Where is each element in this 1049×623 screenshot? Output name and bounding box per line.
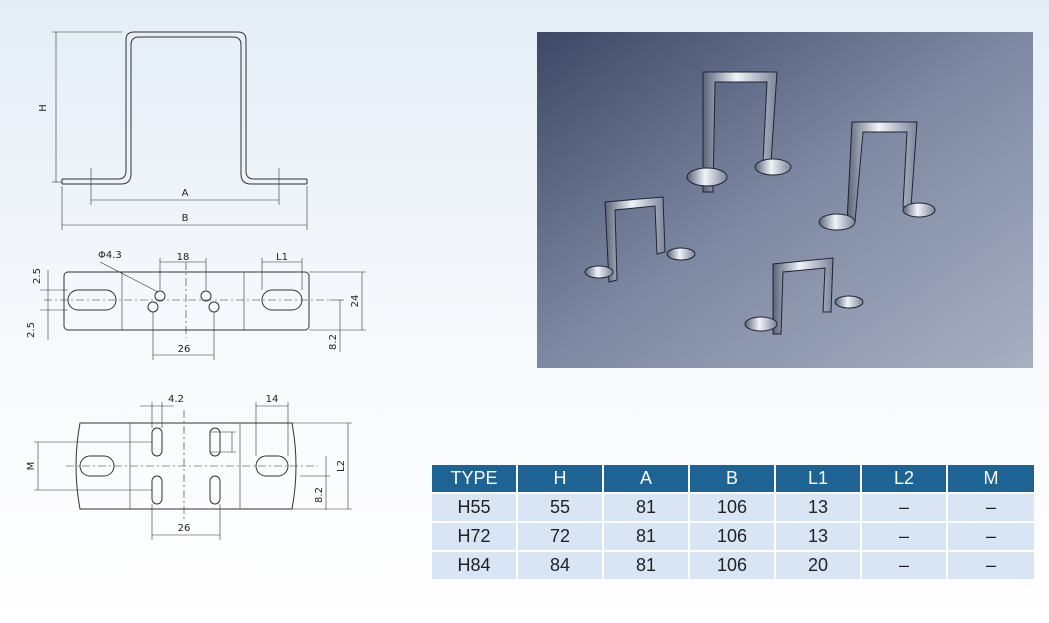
base-plan-view: [40, 258, 366, 360]
bracket-large: [686, 71, 792, 193]
table-cell: 20: [776, 552, 862, 581]
technical-drawing: H A B Φ4.3 18 L1 2.5: [26, 31, 366, 540]
bracket-medium: [818, 121, 936, 231]
col-header-b: B: [690, 465, 776, 494]
table-cell: H72: [432, 523, 518, 552]
dim-hole: Φ4.3: [98, 250, 122, 261]
dim-26: 26: [178, 344, 191, 355]
table-cell: –: [948, 552, 1034, 581]
label-b: B: [182, 213, 189, 224]
table-cell: –: [862, 552, 948, 581]
table-cell: H84: [432, 552, 518, 581]
dim-8-2-alt: 8.2: [314, 487, 325, 503]
table-cell: 81: [604, 552, 690, 581]
table-cell: –: [862, 494, 948, 523]
dim-26-alt: 26: [178, 523, 191, 534]
col-header-h: H: [518, 465, 604, 494]
dim-l1: L1: [276, 252, 288, 263]
product-photo: [537, 32, 1033, 368]
table-cell: 13: [776, 494, 862, 523]
dim-2-5-bottom: 2.5: [26, 322, 37, 338]
table-cell: 81: [604, 494, 690, 523]
col-header-l1: L1: [776, 465, 862, 494]
label-h: H: [38, 104, 49, 112]
table-header-row: TYPE H A B L1 L2 M: [432, 465, 1034, 494]
table-row: H84 84 81 106 20 – –: [432, 552, 1034, 581]
table-cell: 106: [690, 494, 776, 523]
table-cell: 13: [776, 523, 862, 552]
dim-24: 24: [350, 295, 361, 308]
base-plan-alt-view: [34, 402, 352, 540]
front-view: [52, 31, 308, 230]
table-row: H55 55 81 106 13 – –: [432, 494, 1034, 523]
bracket-small-left: [584, 196, 696, 283]
table-cell: 84: [518, 552, 604, 581]
col-header-a: A: [604, 465, 690, 494]
dim-l2: L2: [336, 460, 347, 472]
table-cell: –: [862, 523, 948, 552]
table-cell: 106: [690, 552, 776, 581]
bracket-small-right: [744, 257, 864, 335]
col-header-l2: L2: [862, 465, 948, 494]
table-cell: 81: [604, 523, 690, 552]
dim-14: 14: [266, 394, 279, 405]
table-row: H72 72 81 106 13 – –: [432, 523, 1034, 552]
table-cell: –: [948, 523, 1034, 552]
spec-table: TYPE H A B L1 L2 M H55 55 81 106 13 – – …: [432, 465, 1034, 581]
dim-m: M: [26, 462, 37, 471]
dim-4-2: 4.2: [168, 394, 184, 405]
dim-8-2: 8.2: [328, 334, 339, 350]
col-header-type: TYPE: [432, 465, 518, 494]
label-a: A: [182, 188, 189, 199]
table-cell: –: [948, 494, 1034, 523]
table-cell: 106: [690, 523, 776, 552]
dim-18: 18: [177, 252, 190, 263]
table-cell: 55: [518, 494, 604, 523]
dim-2-5-top: 2.5: [32, 268, 43, 284]
table-cell: 72: [518, 523, 604, 552]
col-header-m: M: [948, 465, 1034, 494]
table-cell: H55: [432, 494, 518, 523]
